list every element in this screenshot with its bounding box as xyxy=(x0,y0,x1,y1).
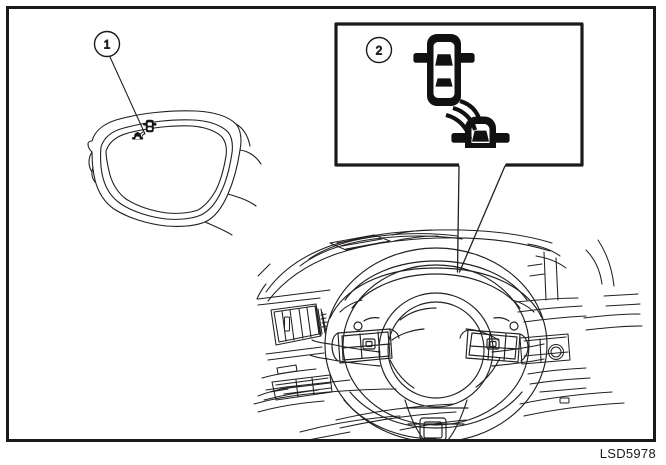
dashboard-air-vent xyxy=(270,303,328,346)
callout-1-number: 1 xyxy=(104,38,111,52)
callout-1-marker: 1 xyxy=(93,30,121,58)
bsw-icon-host-vehicle xyxy=(413,34,475,106)
mirror-blind-spot-indicator xyxy=(132,119,157,140)
instrument-panel xyxy=(253,229,643,431)
steering-wheel xyxy=(309,247,548,440)
callout-2-number: 2 xyxy=(376,44,383,58)
interior-lower-trim xyxy=(299,415,401,440)
steering-wheel-switch-right[interactable] xyxy=(459,329,529,363)
leader-line-pointer xyxy=(456,163,506,273)
steering-wheel-switch-left[interactable] xyxy=(331,328,400,364)
bsw-icon-adjacent-vehicle xyxy=(451,116,510,148)
figure-id-label: LSD5978 xyxy=(599,446,656,461)
callout-1-leader xyxy=(109,56,146,135)
outside-door-mirror xyxy=(87,110,262,236)
callout-2-marker: 2 xyxy=(365,36,393,64)
